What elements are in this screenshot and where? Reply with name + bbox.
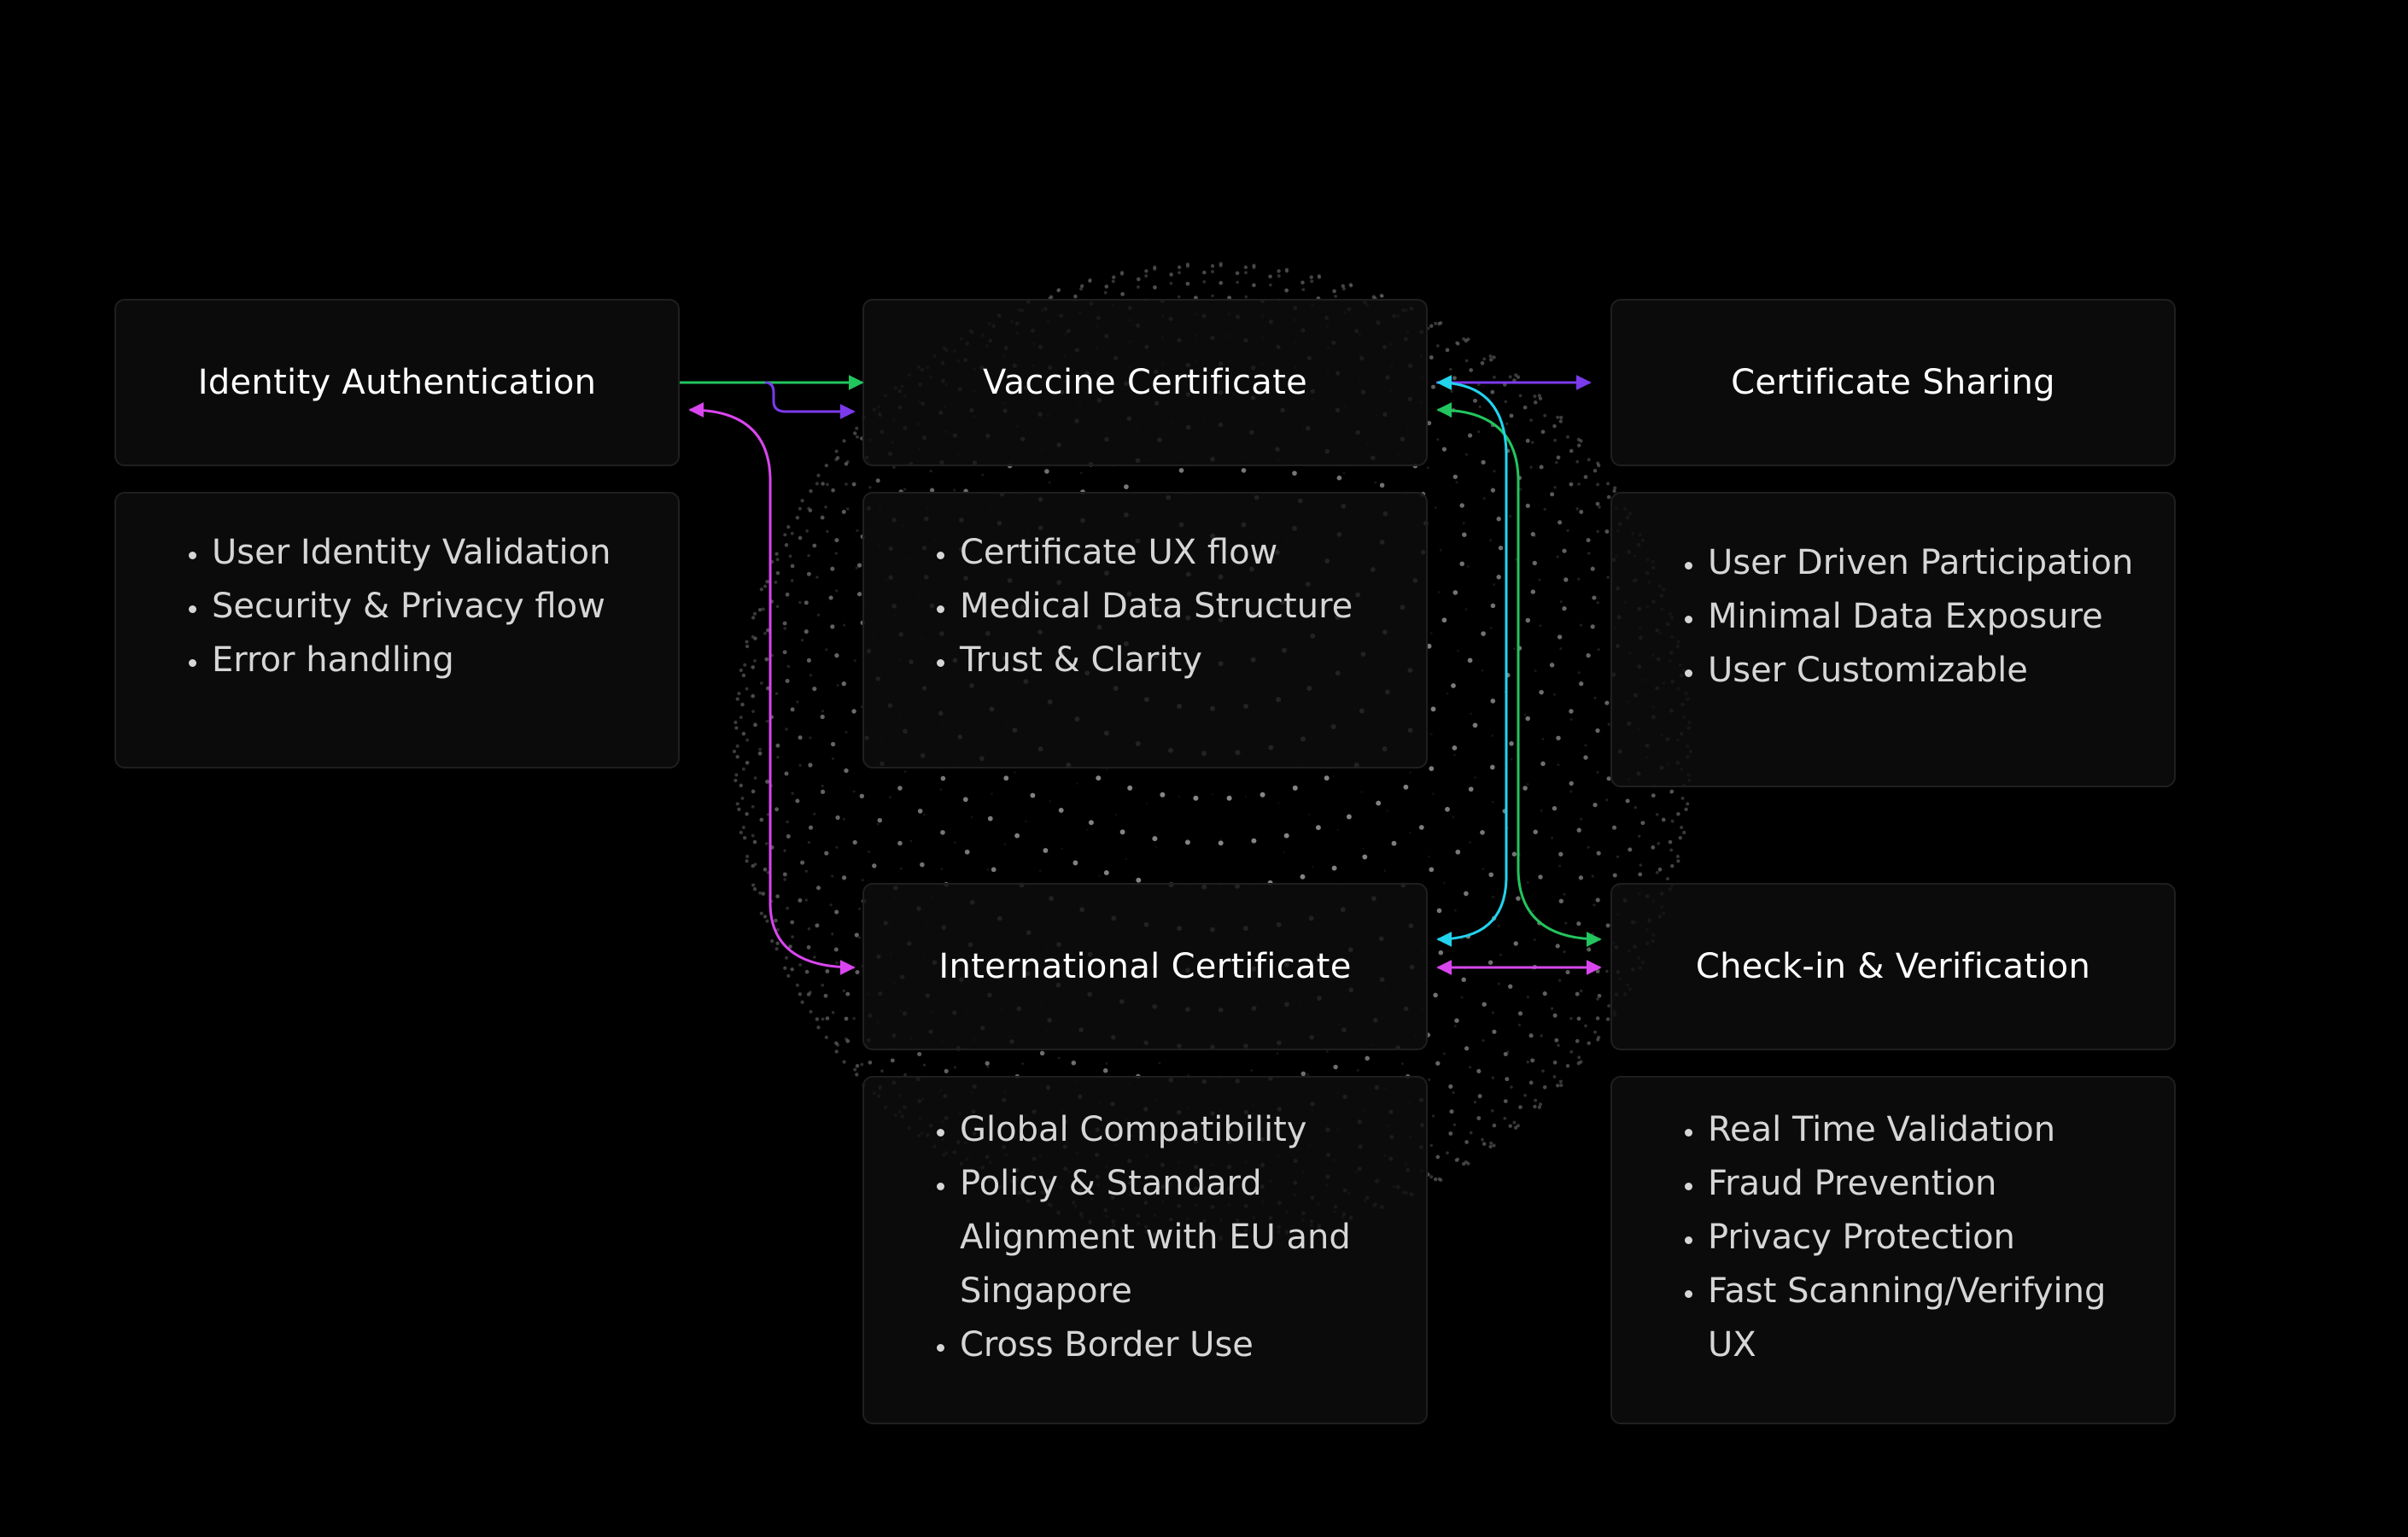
- list-item: User Identity Validation: [210, 526, 678, 580]
- vaccine-certificate-list: Certificate UX flow Medical Data Structu…: [864, 526, 1426, 687]
- list-item: Trust & Clarity: [958, 634, 1426, 687]
- arrow-vaccine-to-checkin-green: [1436, 402, 1602, 947]
- international-certificate-node[interactable]: International Certificate: [862, 883, 1428, 1050]
- identity-authentication-node[interactable]: Identity Authentication: [114, 299, 680, 466]
- list-item: Security & Privacy flow: [210, 580, 678, 634]
- list-item: Privacy Protection: [1706, 1211, 2123, 1265]
- certificate-sharing-node[interactable]: Certificate Sharing: [1610, 299, 2176, 466]
- list-item: Certificate UX flow: [958, 526, 1426, 580]
- list-item: User Driven Participation: [1706, 536, 2174, 590]
- vaccine-certificate-node[interactable]: Vaccine Certificate: [862, 299, 1428, 466]
- vaccine-certificate-title: Vaccine Certificate: [982, 363, 1308, 402]
- checkin-verification-list: Real Time Validation Fraud Prevention Pr…: [1612, 1103, 2174, 1372]
- arrow-identity-to-vaccine-purple: [764, 381, 856, 419]
- list-item: Fast Scanning/Verifying UX: [1706, 1265, 2123, 1372]
- arrow-vaccine-to-international-cyan: [1436, 375, 1508, 947]
- checkin-verification-title: Check-in & Verification: [1695, 947, 2091, 986]
- list-item: User Customizable: [1706, 644, 2174, 698]
- list-item: Fraud Prevention: [1706, 1157, 2123, 1211]
- checkin-verification-node[interactable]: Check-in & Verification: [1610, 883, 2176, 1050]
- identity-authentication-list: User Identity Validation Security & Priv…: [116, 526, 678, 687]
- arrow-identity-to-international-magenta: [688, 402, 856, 975]
- vaccine-certificate-details: Certificate UX flow Medical Data Structu…: [862, 492, 1428, 768]
- list-item: Cross Border Use: [958, 1318, 1375, 1372]
- list-item: Global Compatibility: [958, 1103, 1375, 1157]
- list-item: Medical Data Structure: [958, 580, 1426, 634]
- certificate-sharing-details: User Driven Participation Minimal Data E…: [1610, 492, 2176, 787]
- list-item: Policy & Standard Alignment with EU and …: [958, 1157, 1375, 1318]
- international-certificate-details: Global Compatibility Policy & Standard A…: [862, 1076, 1428, 1424]
- international-certificate-list: Global Compatibility Policy & Standard A…: [864, 1103, 1426, 1372]
- list-item: Minimal Data Exposure: [1706, 590, 2174, 644]
- identity-authentication-details: User Identity Validation Security & Priv…: [114, 492, 680, 768]
- certificate-sharing-title: Certificate Sharing: [1731, 363, 2055, 402]
- list-item: Error handling: [210, 634, 678, 687]
- certificate-sharing-list: User Driven Participation Minimal Data E…: [1612, 536, 2174, 698]
- identity-authentication-title: Identity Authentication: [197, 363, 597, 402]
- checkin-verification-details: Real Time Validation Fraud Prevention Pr…: [1610, 1076, 2176, 1424]
- international-certificate-title: International Certificate: [938, 947, 1352, 986]
- list-item: Real Time Validation: [1706, 1103, 2123, 1157]
